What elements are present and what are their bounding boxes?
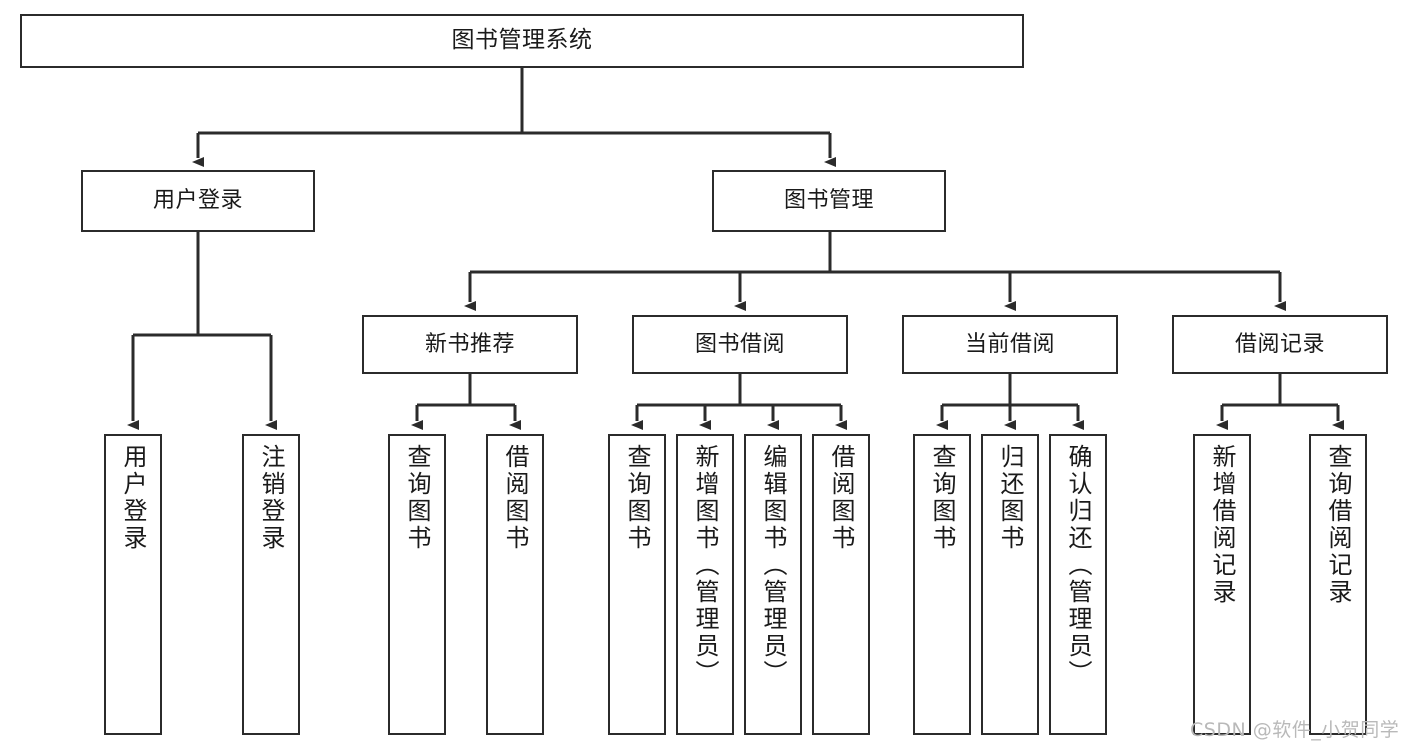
node-label: 新增借阅记录 <box>1208 444 1236 606</box>
node-label: 查询借阅记录 <box>1324 444 1352 606</box>
leaf-add-borrow-record[interactable]: 新增借阅记录 <box>1193 434 1251 735</box>
node-label: 当前借阅 <box>964 331 1055 357</box>
node-label: 注销登录 <box>257 444 285 552</box>
node-label: 借阅图书 <box>501 444 529 552</box>
node-book-management[interactable]: 图书管理 <box>712 170 946 232</box>
node-label: 图书管理系统 <box>451 27 593 54</box>
node-current-borrow[interactable]: 当前借阅 <box>902 315 1118 374</box>
node-label: 图书借阅 <box>694 331 785 357</box>
leaf-borrow-book[interactable]: 借阅图书 <box>812 434 870 735</box>
leaf-query-books-current[interactable]: 查询图书 <box>913 434 971 735</box>
node-label: 新增图书（管理员） <box>691 444 719 687</box>
leaf-query-books-borrow[interactable]: 查询图书 <box>608 434 666 735</box>
node-label: 查询图书 <box>928 444 956 552</box>
node-label: 借阅记录 <box>1234 331 1325 357</box>
node-user-login[interactable]: 用户登录 <box>81 170 315 232</box>
leaf-logout[interactable]: 注销登录 <box>242 434 300 735</box>
leaf-borrow-books-recommend[interactable]: 借阅图书 <box>486 434 544 735</box>
node-label: 归还图书 <box>996 444 1024 552</box>
node-book-management-system[interactable]: 图书管理系统 <box>20 14 1024 68</box>
leaf-query-borrow-record[interactable]: 查询借阅记录 <box>1309 434 1367 735</box>
node-label: 图书管理 <box>783 188 874 214</box>
leaf-edit-book-admin[interactable]: 编辑图书（管理员） <box>744 434 802 735</box>
node-label: 编辑图书（管理员） <box>759 444 787 687</box>
leaf-return-book[interactable]: 归还图书 <box>981 434 1039 735</box>
node-label: 查询图书 <box>623 444 651 552</box>
node-book-borrow[interactable]: 图书借阅 <box>632 315 848 374</box>
leaf-confirm-return-admin[interactable]: 确认归还（管理员） <box>1049 434 1107 735</box>
leaf-add-book-admin[interactable]: 新增图书（管理员） <box>676 434 734 735</box>
leaf-query-books-recommend[interactable]: 查询图书 <box>388 434 446 735</box>
node-label: 用户登录 <box>119 444 147 552</box>
node-label: 用户登录 <box>152 188 243 214</box>
node-label: 查询图书 <box>403 444 431 552</box>
node-label: 新书推荐 <box>424 331 515 357</box>
leaf-user-login[interactable]: 用户登录 <box>104 434 162 735</box>
node-label: 借阅图书 <box>827 444 855 552</box>
node-label: 确认归还（管理员） <box>1064 444 1092 687</box>
node-borrow-records[interactable]: 借阅记录 <box>1172 315 1388 374</box>
node-new-book-recommend[interactable]: 新书推荐 <box>362 315 578 374</box>
